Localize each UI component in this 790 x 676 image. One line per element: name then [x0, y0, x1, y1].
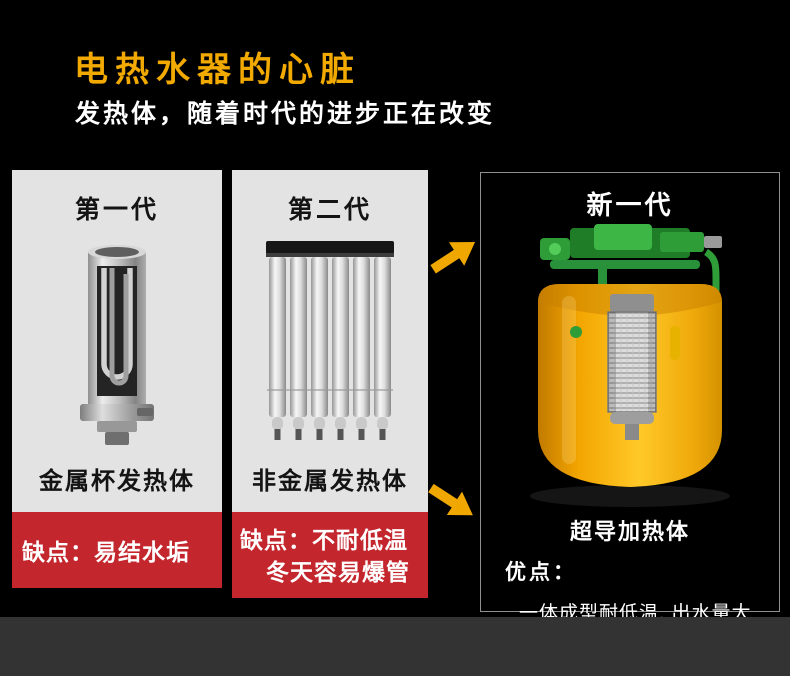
gen1-product-label: 金属杯发热体 [39, 468, 195, 495]
new-gen-advantages: 优点： 一体成型耐低温, 出水量大 [481, 548, 779, 625]
new-gen-product-label: 超导加热体 [569, 519, 690, 544]
gen1-panel: 第一代 [12, 170, 222, 512]
page-title: 电热水器的心脏 [74, 51, 361, 89]
gen1-disadvantage-banner: 缺点：易结水垢 [12, 512, 222, 588]
gen2-panel: 第二代 [232, 170, 428, 512]
gen2-disadvantage-banner: 缺点：不耐低温 冬天容易爆管 [232, 512, 428, 598]
advantage-title: 优点： [505, 561, 577, 584]
gen1-figure [67, 226, 167, 461]
gen1-disadvantage-text: 缺点：易结水垢 [22, 539, 190, 565]
footer-bar [0, 617, 790, 676]
gen2-figure [264, 226, 396, 461]
gen2-title: 第二代 [287, 196, 372, 224]
arrow-down-right-icon [428, 483, 473, 516]
new-gen-panel: 新一代 [480, 172, 780, 624]
page-subtitle: 发热体，随着时代的进步正在改变 [75, 100, 496, 128]
gen2-disadvantage-line1: 缺点：不耐低温 [240, 527, 408, 553]
metal-cup-heater-image [80, 244, 154, 445]
superconducting-heater-tank-image [530, 224, 730, 507]
new-gen-figure [510, 222, 750, 514]
gen1-title: 第一代 [74, 196, 159, 224]
gen2-product-label: 非金属发热体 [252, 468, 408, 495]
nonmetal-tube-heater-image [266, 240, 394, 440]
arrow-up-right-icon [430, 242, 476, 274]
new-gen-title: 新一代 [586, 190, 674, 220]
gen2-disadvantage-line2: 冬天容易爆管 [266, 559, 410, 585]
